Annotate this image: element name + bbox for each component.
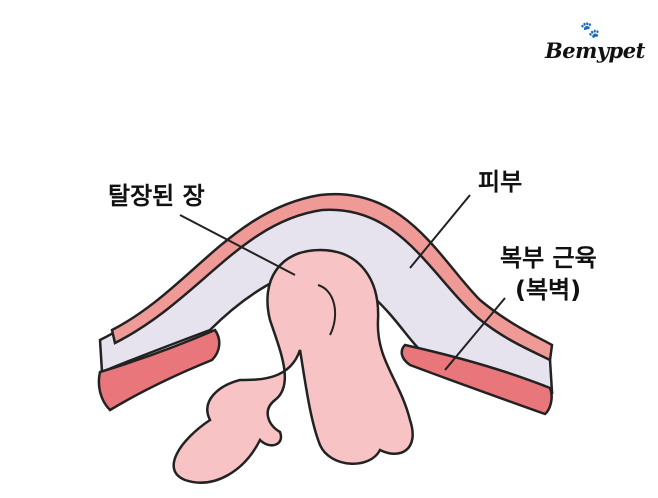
- bemypet-logo: 🐾 Bemypet: [545, 20, 645, 64]
- leader-skin: [409, 194, 471, 269]
- label-skin: 피부: [478, 168, 523, 196]
- label-abdominal-muscle: 복부 근육: [500, 244, 597, 272]
- left-muscle: [97, 328, 221, 412]
- leader-intestine: [179, 214, 296, 276]
- paw-icon: 🐾: [580, 20, 600, 39]
- leader-muscle: [444, 297, 506, 371]
- label-abdominal-wall: (복벽): [515, 276, 582, 304]
- intestine-fold: [317, 284, 337, 336]
- logo-text: Bemypet: [545, 38, 645, 63]
- herniated-intestine: [172, 248, 414, 484]
- label-herniated-intestine: 탈장된 장: [108, 182, 205, 210]
- skin-layer: [110, 192, 554, 362]
- right-muscle: [400, 343, 553, 416]
